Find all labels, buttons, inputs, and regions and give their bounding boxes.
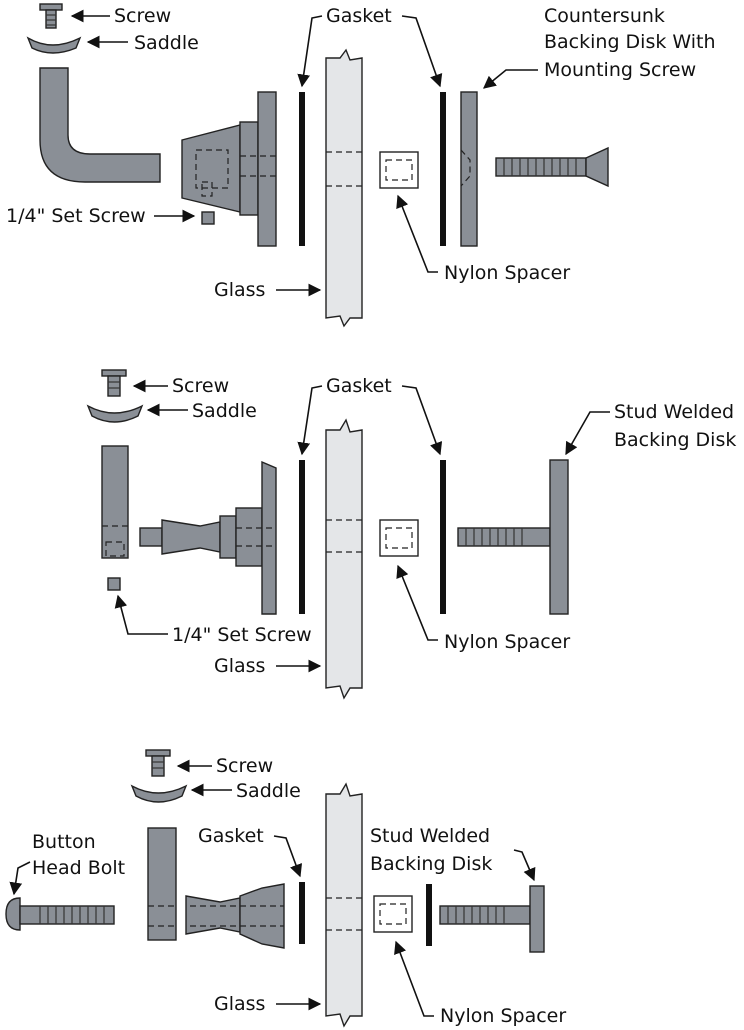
set-screw-label: 1/4" Set Screw	[172, 624, 312, 646]
glass-label: Glass	[214, 655, 265, 677]
backing-label-line2: Backing Disk With	[544, 31, 716, 53]
set-screw-part	[201, 211, 215, 225]
saddle-label: Saddle	[192, 400, 257, 422]
assembly-2: Screw Saddle Gasket Stud Welded Backing …	[86, 369, 736, 700]
mounting-screw-part	[495, 146, 609, 188]
backing-label-line1: Stud Welded	[370, 825, 490, 847]
gasket-label: Gasket	[326, 5, 392, 27]
gasket-front	[299, 460, 305, 614]
screw-label: Screw	[114, 5, 171, 27]
gasket-back	[440, 92, 446, 246]
saddle-label: Saddle	[236, 780, 301, 802]
glass-panel	[325, 418, 363, 700]
gasket-front	[299, 92, 305, 246]
stud-welded-backing-disk-part	[439, 885, 545, 953]
screw-part	[39, 3, 63, 29]
bolt-label-line2: Head Bolt	[32, 857, 125, 879]
screw-label: Screw	[216, 755, 273, 777]
nylon-spacer-label: Nylon Spacer	[444, 631, 570, 653]
stud-welded-backing-disk-part	[457, 459, 569, 615]
set-screw-label: 1/4" Set Screw	[6, 205, 146, 227]
saddle-part	[130, 784, 188, 803]
glass-panel	[325, 48, 363, 328]
standoff-part	[185, 883, 285, 949]
backing-label-line1: Stud Welded	[614, 401, 734, 423]
assembly-1: Screw Saddle Gasket Countersunk Backing …	[6, 3, 716, 328]
standoff-part	[139, 460, 277, 615]
post-part	[147, 827, 177, 941]
glass-panel	[325, 782, 363, 1028]
saddle-part	[86, 404, 144, 423]
standoff-part	[181, 91, 277, 247]
saddle-label: Saddle	[134, 32, 199, 54]
nylon-spacer-label: Nylon Spacer	[444, 262, 570, 284]
nylon-spacer-label: Nylon Spacer	[440, 1005, 566, 1027]
backing-label-line2: Backing Disk	[614, 429, 736, 451]
backing-label-line2: Backing Disk	[370, 853, 492, 875]
post-part	[101, 445, 129, 559]
gasket-back	[440, 460, 446, 614]
assembly-3: Screw Saddle Button Head Bolt Gasket Stu…	[5, 749, 566, 1028]
screw-label: Screw	[172, 375, 229, 397]
saddle-part	[26, 36, 82, 54]
button-head-bolt-part	[5, 897, 115, 931]
screw-part	[101, 369, 127, 397]
backing-label-line3: Mounting Screw	[544, 59, 696, 81]
gasket-front	[299, 882, 305, 944]
screw-part	[145, 749, 171, 777]
gasket-back	[426, 884, 432, 946]
backing-label-line1: Countersunk	[544, 5, 665, 27]
glass-label: Glass	[214, 279, 265, 301]
gasket-label: Gasket	[198, 825, 264, 847]
gasket-label: Gasket	[326, 375, 392, 397]
set-screw-part	[107, 577, 121, 591]
glass-label: Glass	[214, 993, 265, 1015]
handrail-part	[39, 67, 161, 183]
bolt-label-line1: Button	[32, 831, 96, 853]
backing-disk-part	[460, 91, 478, 247]
